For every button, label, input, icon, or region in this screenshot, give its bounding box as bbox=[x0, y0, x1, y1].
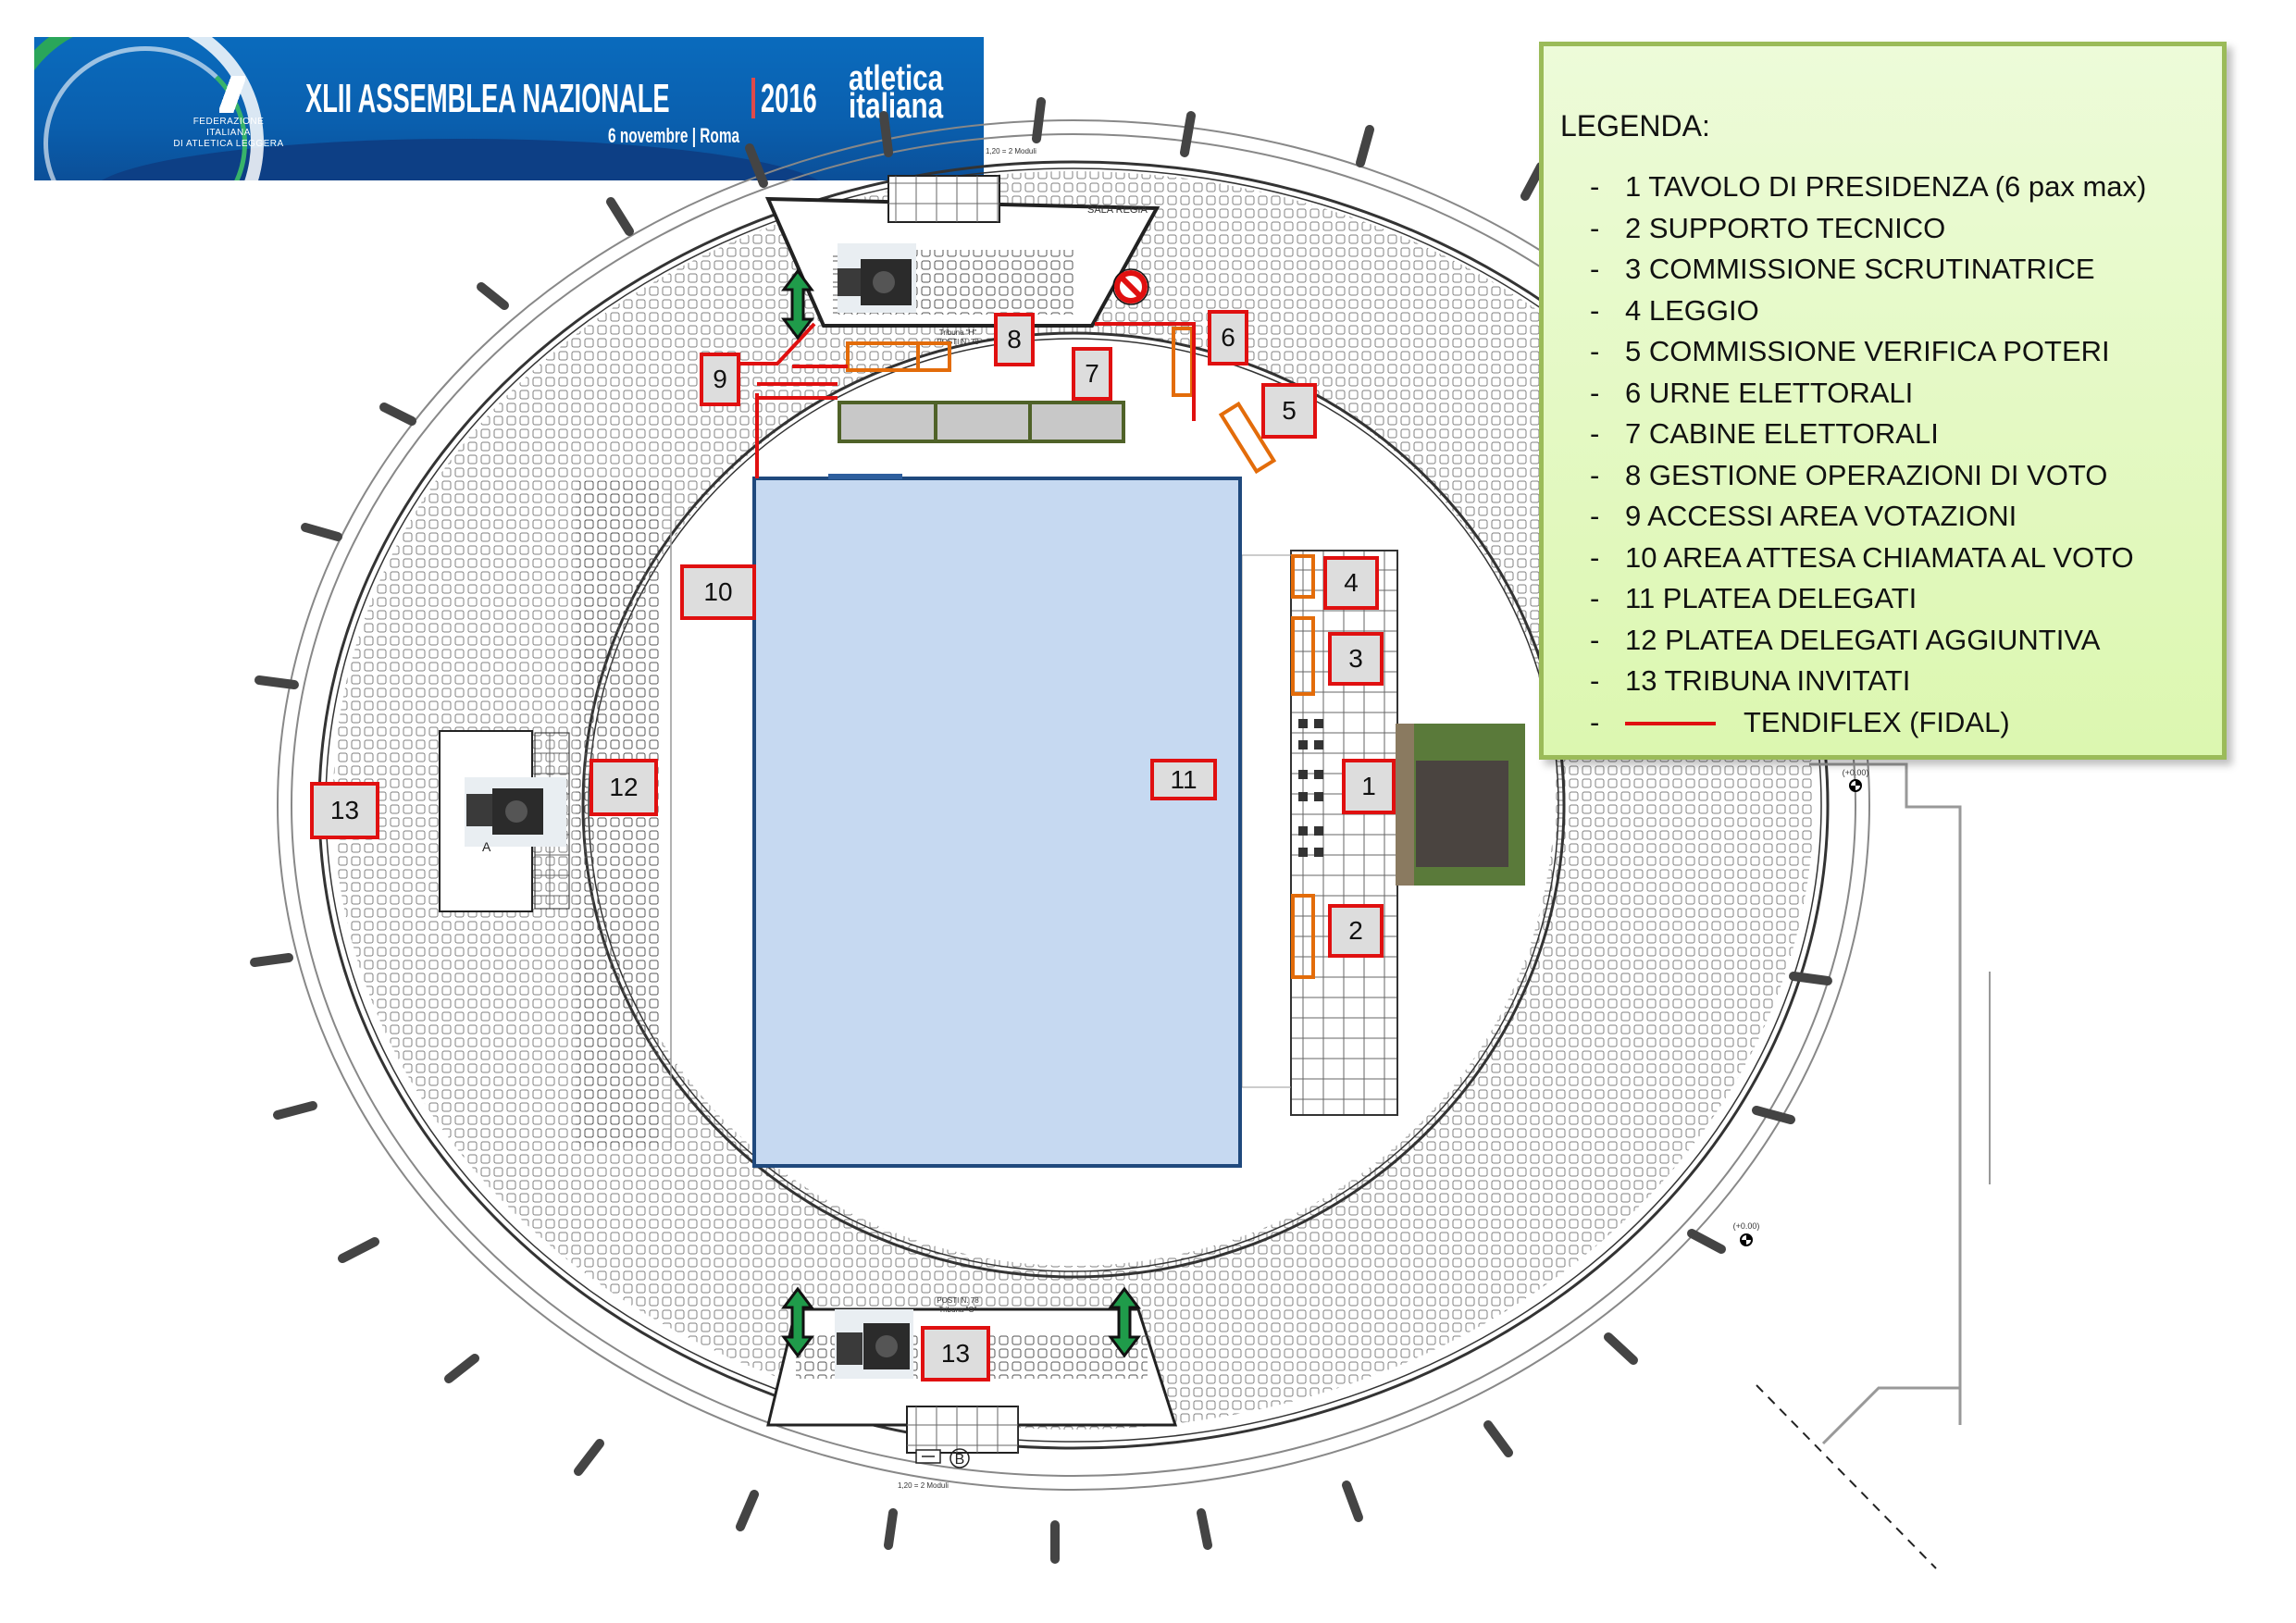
brand-line-1: atletica bbox=[849, 59, 944, 98]
exit-b-marker-icon bbox=[949, 1448, 970, 1468]
brand-line-2: italiana bbox=[849, 87, 944, 126]
area-label-11[interactable]: 11 bbox=[1150, 759, 1217, 800]
legend-title: LEGENDA: bbox=[1560, 109, 1710, 142]
banner-title: XLII ASSEMBLEA NAZIONALE bbox=[305, 76, 670, 121]
legend-item: -10 AREA ATTESA CHIAMATA AL VOTO bbox=[1590, 540, 2134, 574]
tribuna-h-seats: POSTI N. 78 bbox=[937, 338, 979, 346]
federation-line-1: FEDERAZIONE ITALIANA bbox=[192, 117, 265, 138]
sala-regia-label: SALA REGIA bbox=[1087, 204, 1148, 216]
fidal-logo-icon bbox=[219, 76, 245, 113]
tendiflex-line-swatch bbox=[1625, 722, 1716, 726]
emergency-exit-icon bbox=[915, 1449, 941, 1464]
area-label-5[interactable]: 5 bbox=[1261, 383, 1317, 439]
area-label-4[interactable]: 4 bbox=[1323, 556, 1379, 610]
access-arrow-icon bbox=[1108, 1286, 1141, 1358]
legend-item: -4 LEGGIO bbox=[1590, 293, 1759, 327]
legend-item: -11 PLATEA DELEGATI bbox=[1590, 582, 1917, 614]
outside-structure bbox=[1756, 762, 1991, 1569]
tribuna-g-seats: POSTI N. 78 bbox=[937, 1296, 979, 1305]
camera-icon bbox=[838, 243, 916, 313]
federation-line-2: DI ATLETICA LEGGERA bbox=[173, 139, 284, 149]
tribuna-h-label: Tribuna "H" bbox=[939, 328, 977, 337]
area-label-10[interactable]: 10 bbox=[680, 564, 756, 620]
banner-separator bbox=[751, 78, 755, 118]
structural-piers bbox=[250, 97, 1832, 1564]
banner-subtitle: 6 novembre | Roma bbox=[608, 124, 740, 147]
presidency-chairs bbox=[1298, 719, 1323, 857]
tribuna-g-label: Tribuna "G" bbox=[939, 1306, 977, 1314]
camera-icon bbox=[835, 1309, 913, 1379]
platea-delegati-area bbox=[752, 477, 1242, 1168]
area-label-13-left[interactable]: 13 bbox=[310, 782, 379, 839]
no-entry-icon bbox=[1112, 268, 1149, 305]
area-label-13-bottom[interactable]: 13 bbox=[921, 1326, 990, 1381]
level-marker-icon bbox=[1849, 779, 1862, 792]
field-top-mark bbox=[828, 474, 902, 479]
federation-name: FEDERAZIONE ITALIANA DI ATLETICA LEGGERA bbox=[173, 117, 284, 150]
legend-item: -2 SUPPORTO TECNICO bbox=[1590, 211, 1946, 244]
legend-item: -13 TRIBUNA INVITATI bbox=[1590, 664, 1911, 697]
legend-item: -9 ACCESSI AREA VOTAZIONI bbox=[1590, 500, 2017, 532]
area-label-6[interactable]: 6 bbox=[1208, 310, 1248, 365]
legend-item: -6 URNE ELETTORALI bbox=[1590, 376, 1914, 409]
banner-year: 2016 bbox=[761, 76, 817, 121]
level-label-2: (+0.00) bbox=[1733, 1221, 1760, 1231]
legend-item: -8 GESTIONE OPERAZIONI DI VOTO bbox=[1590, 458, 2108, 491]
legend-item: -5 COMMISSIONE VERIFICA POTERI bbox=[1590, 335, 2110, 367]
legend-item-tendiflex: -TENDIFLEX (FIDAL) bbox=[1590, 705, 2010, 738]
level-marker-icon bbox=[1740, 1233, 1753, 1246]
brand-logo: atletica italiana bbox=[849, 59, 944, 126]
moduli-bottom-label: 1,20 = 2 Moduli bbox=[898, 1481, 949, 1490]
legend-panel: LEGENDA: -1 TAVOLO DI PRESIDENZA (6 pax … bbox=[1539, 42, 2227, 760]
area-label-2[interactable]: 2 bbox=[1328, 904, 1384, 958]
legend-item: -12 PLATEA DELEGATI AGGIUNTIVA bbox=[1590, 623, 2101, 656]
exit-b-label: B bbox=[955, 1452, 965, 1468]
area-label-3[interactable]: 3 bbox=[1328, 632, 1384, 686]
legend-item: -1 TAVOLO DI PRESIDENZA (6 pax max) bbox=[1590, 170, 2147, 203]
area-label-7[interactable]: 7 bbox=[1072, 347, 1112, 401]
moduli-top-label: 1,20 = 2 Moduli bbox=[986, 147, 1036, 155]
tendiflex-barriers bbox=[740, 322, 1196, 478]
stage-photo bbox=[1396, 724, 1525, 886]
legend-item: -7 CABINE ELETTORALI bbox=[1590, 417, 1939, 450]
access-arrow-icon bbox=[781, 1286, 814, 1358]
voting-booths bbox=[838, 401, 1125, 443]
area-label-1[interactable]: 1 bbox=[1342, 759, 1396, 814]
legend-item: -3 COMMISSIONE SCRUTINATRICE bbox=[1590, 253, 2095, 285]
event-banner: FEDERAZIONE ITALIANA DI ATLETICA LEGGERA… bbox=[34, 37, 984, 180]
legend-list: -1 TAVOLO DI PRESIDENZA (6 pax max) -2 S… bbox=[1590, 167, 2146, 743]
area-label-8[interactable]: 8 bbox=[994, 313, 1035, 366]
entrance-a-label: A bbox=[482, 839, 491, 854]
area-label-9[interactable]: 9 bbox=[700, 353, 740, 406]
area-label-12[interactable]: 12 bbox=[590, 759, 658, 816]
camera-icon bbox=[465, 777, 566, 847]
access-arrow-icon bbox=[781, 268, 814, 341]
level-label-1: (+0.00) bbox=[1843, 768, 1869, 777]
